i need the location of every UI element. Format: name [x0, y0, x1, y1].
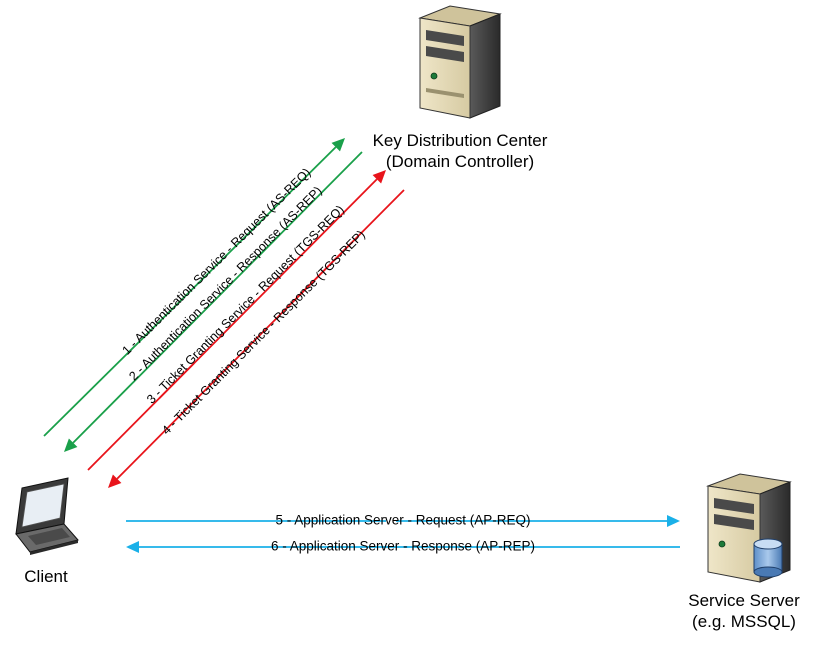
client-name: Client	[24, 567, 68, 586]
message-label: 2 - Authentication Service - Response (A…	[126, 184, 324, 384]
kdc-role: (Domain Controller)	[385, 152, 535, 171]
arrowhead	[372, 170, 386, 184]
arrow-line	[43, 329, 152, 437]
message-tgs-req: 3 - Ticket Granting Service - Request (T…	[87, 170, 386, 471]
arrowhead	[331, 138, 345, 152]
message-label: 4 - Ticket Granting Service - Response (…	[159, 228, 368, 438]
arrowhead	[667, 515, 680, 527]
message-as-rep: 2 - Authentication Service - Response (A…	[64, 151, 363, 452]
arrow-line	[158, 178, 378, 400]
arrow-line	[143, 146, 337, 338]
message-tgs-rep: 4 - Ticket Granting Service - Response (…	[108, 189, 405, 488]
server-tower-icon	[418, 5, 502, 119]
arrowhead	[126, 541, 139, 553]
kdc-name: Key Distribution Center	[372, 131, 548, 150]
service-server-name: Service Server	[688, 591, 800, 610]
arrow-line	[72, 234, 281, 444]
message-arrows: 1 - Authentication Service - Request (AS…	[43, 138, 680, 554]
kdc-label: Key Distribution Center (Domain Controll…	[350, 130, 570, 172]
message-ap-req: 5 - Application Server - Request (AP-REQ…	[126, 513, 680, 528]
service-server-example: (e.g. MSSQL)	[692, 612, 796, 631]
arrowhead	[108, 474, 122, 488]
arrow-line	[116, 241, 353, 480]
message-label: 5 - Application Server - Request (AP-REQ…	[275, 513, 530, 528]
client-label: Client	[8, 566, 84, 587]
message-ap-rep: 6 - Application Server - Response (AP-RE…	[126, 539, 680, 554]
service-server-label: Service Server (e.g. MSSQL)	[672, 590, 816, 632]
message-label: 6 - Application Server - Response (AP-RE…	[271, 539, 535, 554]
laptop-icon	[15, 477, 79, 555]
arrowhead	[64, 438, 78, 452]
server-database-icon	[706, 473, 792, 583]
